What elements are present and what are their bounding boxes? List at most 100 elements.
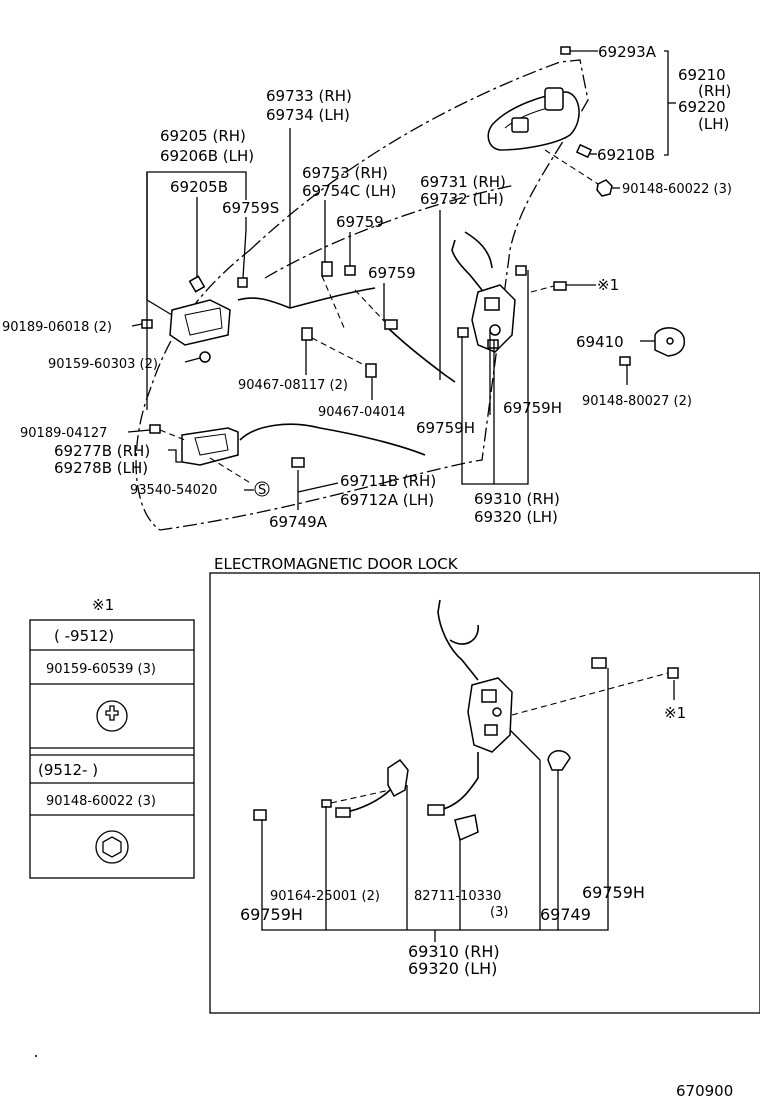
s-circle [254,481,270,497]
label-69759H-b: 69759H [416,419,475,437]
emdl-label-q3: (3) [490,905,508,920]
legend-table: ※1 ( -9512) 90159-60539 (3) (9512- ) 901… [29,596,195,879]
emdl-switch-82711-icon [454,814,479,842]
label-69732: 69732 (LH) [420,190,504,208]
label-69733: 69733 (RH) [266,87,352,105]
legend-row2-part: 90148-60022 (3) [46,794,156,809]
label-90467-08117: 90467-08117 (2) [238,378,348,393]
label-90189-04127: 90189-04127 [20,426,107,441]
emdl-label-mark1: ※1 [664,704,686,722]
label-90467-04014: 90467-04014 [318,405,405,420]
legend-row2-period: (9512- ) [38,761,98,779]
label-69277B: 69277B (RH) [54,442,150,460]
label-69310-a: 69310 (RH) [474,490,560,508]
legend-header: ※1 [92,596,114,614]
outside-handle [487,87,580,151]
clip-69293A-icon [560,46,571,55]
label-69206B: 69206B (LH) [160,147,254,165]
door-lock-69310 [471,284,516,353]
label-69220: 69220 [678,98,726,116]
rod-69711B [239,423,426,456]
clip-90467-08117-icon [301,327,313,341]
emdl-rod-1 [437,599,479,681]
emdl-clip-69759H-right-icon [591,657,607,669]
leaders-upper [127,50,676,510]
clip-90467-04014-icon [365,363,377,378]
rod-69733 [237,287,376,309]
clip-69205B-icon [188,275,206,293]
rod-upper-lock [451,239,483,291]
label-69749A: 69749A [269,513,328,531]
door-outline [135,59,589,531]
label-69210B: 69210B [597,146,655,164]
label-69293A: 69293A [598,43,657,61]
emdl-rod-2 [449,624,479,645]
legend-row1-period: ( -9512) [54,627,114,645]
emdl-label-69320: 69320 (LH) [408,959,497,978]
label-s: S [258,483,266,498]
label-69210: 69210 [678,66,726,84]
striker-69410 [654,327,686,357]
emdl-screw-90164-icon [321,799,332,808]
label-69753: 69753 (RH) [302,164,388,182]
emdl-label-69310: 69310 (RH) [408,942,500,961]
emdl-section: ELECTROMAGNETIC DOOR LOCK [209,555,760,1014]
screw-90189-04127-icon [149,424,161,434]
emdl-clip-69759H-left-icon [253,809,267,821]
label-69410: 69410 [576,333,624,351]
emdl-label-69759H-left: 69759H [240,905,303,924]
hex-bolt-icon [95,830,129,864]
label-lh-1: (LH) [698,115,729,133]
emdl-label-82711-10330: 82711-10330 [414,889,501,904]
emdl-connector-icon [427,804,445,816]
label-69320-a: 69320 (LH) [474,508,558,526]
label-69759H-a: 69759H [503,399,562,417]
emdl-label-69759H-right: 69759H [582,883,645,902]
label-69205B: 69205B [170,178,228,196]
emdl-label-69749: 69749 [540,905,591,924]
corner-mark [35,1055,37,1057]
emdl-clip-69749-icon [547,750,571,771]
clip-69759H-a-icon [515,265,527,276]
clip-69753-icon [321,261,333,277]
emdl-label-90164-25001: 90164-25001 (2) [270,889,380,904]
clip-69210B-icon [575,143,593,159]
label-90148-80027: 90148-80027 (2) [582,394,692,409]
label-69759-b: 69759 [368,264,416,282]
inside-handle-69205 [169,299,231,346]
phillips-screw-icon [96,700,128,732]
label-90148-60022: 90148-60022 (3) [622,182,732,197]
clip-69759H-b-icon [457,327,469,338]
label-90159-60303: 90159-60303 (2) [48,357,158,372]
emdl-wire [439,752,479,811]
label-69278B: 69278B (LH) [54,459,148,477]
emdl-title: ELECTROMAGNETIC DOOR LOCK [214,555,459,573]
labels-upper: 69293A 69210 (RH) 69220 (LH) 69210B 9014… [2,43,732,531]
emdl-actuator [335,758,409,818]
legend-row1-part: 90159-60539 (3) [46,662,156,677]
label-69712A: 69712A (LH) [340,491,434,509]
label-69205: 69205 (RH) [160,127,246,145]
rod-upper-lock-2 [464,231,493,269]
label-mark1-a: ※1 [597,276,619,294]
label-rh-1: (RH) [698,82,731,100]
rod-69731 [384,324,456,383]
label-69754C: 69754C (LH) [302,182,396,200]
label-69711B: 69711B (RH) [340,472,436,490]
door-inner-outline [264,184,516,279]
emdl-screw-mark1-icon [667,667,679,679]
label-69759-a: 69759 [336,213,384,231]
clip-69759b-icon [384,319,398,330]
bezel-69277B [181,427,239,466]
label-69734: 69734 (LH) [266,106,350,124]
label-93540-54020: 93540-54020 [130,483,217,498]
screw-mark1-icon [553,281,567,291]
label-69759S: 69759S [222,199,279,217]
screw-90148-80027-icon [619,356,631,366]
label-90189-06018: 90189-06018 (2) [2,320,112,335]
clip-69759a-icon [344,265,356,276]
screw-90159-60303-icon [199,351,211,363]
bolt-90148-60022-icon [596,179,613,197]
clip-69749A-icon [291,457,305,468]
